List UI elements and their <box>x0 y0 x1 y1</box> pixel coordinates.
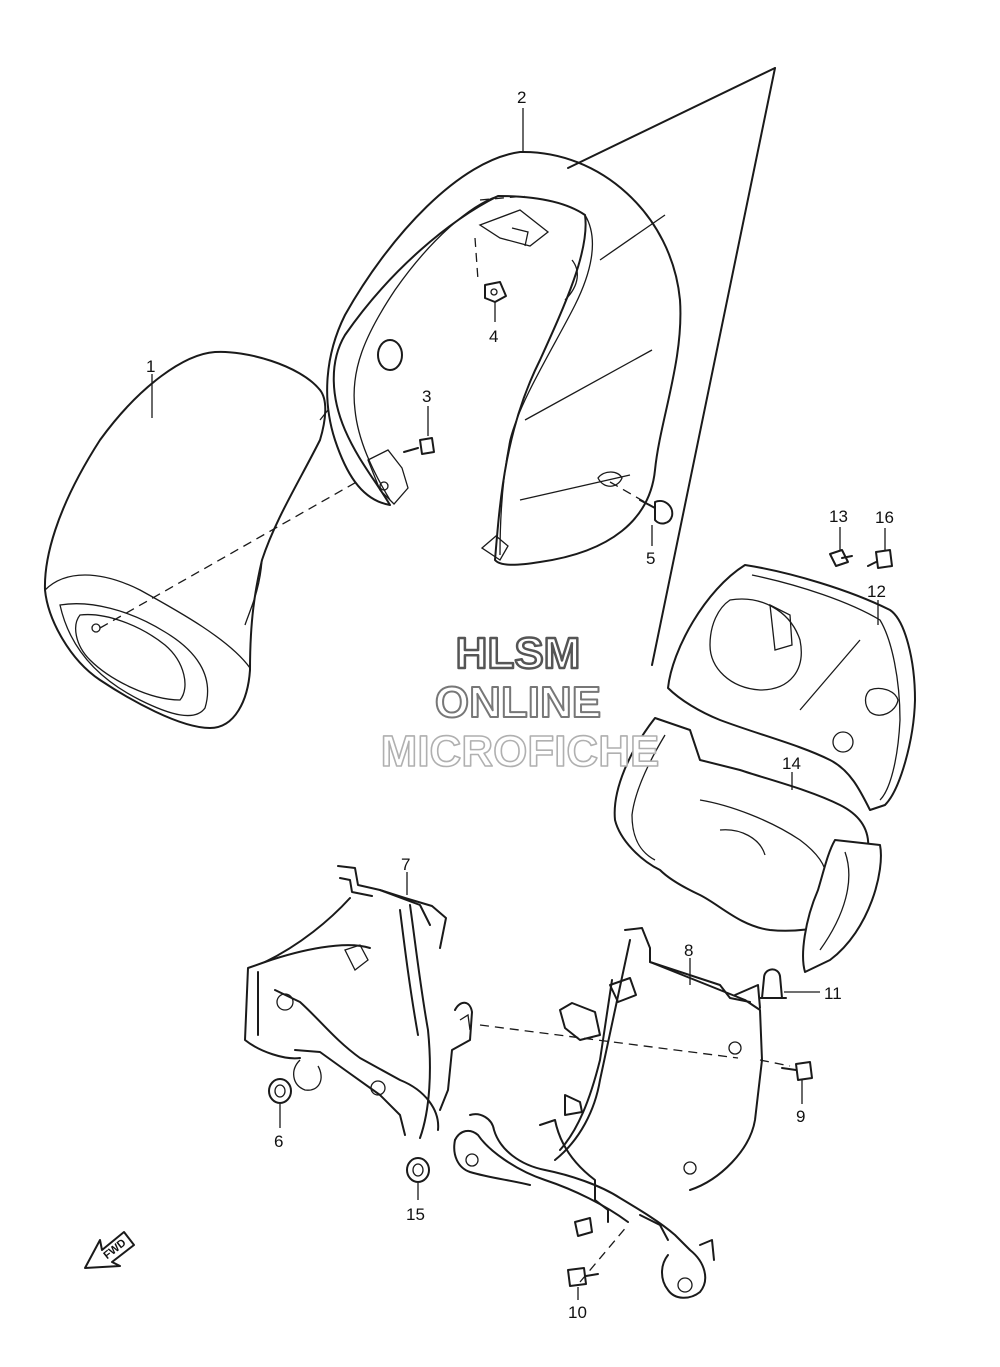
part-headlight-shell <box>43 350 329 729</box>
part-left-bracket <box>244 865 473 1139</box>
callout-7: 7 <box>401 855 410 874</box>
grommet-15-icon <box>406 1157 430 1183</box>
callout-numbers: 1 2 3 4 5 6 7 8 9 10 11 12 13 14 15 16 <box>146 88 894 1322</box>
callout-5: 5 <box>646 549 655 568</box>
screw-3-icon <box>403 437 435 455</box>
leader-lines <box>151 108 886 1300</box>
callout-6: 6 <box>274 1132 283 1151</box>
callout-16: 16 <box>875 508 894 527</box>
callout-14: 14 <box>782 754 801 773</box>
arrow-left-down-icon <box>84 1231 135 1269</box>
callout-10: 10 <box>568 1303 587 1322</box>
grommet-11-icon <box>759 968 787 999</box>
bolt-5-icon <box>639 499 674 525</box>
nut-4-icon <box>484 281 507 303</box>
grommet-6-icon <box>268 1078 292 1104</box>
bolt-10-icon <box>567 1267 599 1287</box>
part-windscreen-outline <box>567 67 776 666</box>
part-meter-panel <box>667 564 916 811</box>
fwd-indicator: FWD <box>84 1231 135 1269</box>
part-inner-cover <box>613 717 882 973</box>
bolt-9-icon <box>781 1061 813 1081</box>
callout-3: 3 <box>422 387 431 406</box>
callout-8: 8 <box>684 941 693 960</box>
callout-12: 12 <box>867 582 886 601</box>
watermark-line-1: HLSM <box>456 629 581 678</box>
watermark-line-2: ONLINE <box>435 678 601 727</box>
part-right-bracket <box>453 927 763 1299</box>
callout-1: 1 <box>146 357 155 376</box>
callout-11: 11 <box>824 984 842 1003</box>
alignment-lines <box>99 195 791 1283</box>
callout-4: 4 <box>489 327 498 346</box>
watermark: HLSM ONLINE MICROFICHE <box>380 628 660 777</box>
callout-13: 13 <box>829 507 848 526</box>
callout-2: 2 <box>517 88 526 107</box>
part-upper-cowling <box>326 150 682 566</box>
callout-9: 9 <box>796 1107 805 1126</box>
nut-13-icon <box>829 549 853 567</box>
bolt-16-icon <box>867 549 893 569</box>
watermark-line-3: MICROFICHE <box>381 727 660 776</box>
callout-15: 15 <box>406 1205 425 1224</box>
part-hardware <box>268 281 893 1287</box>
